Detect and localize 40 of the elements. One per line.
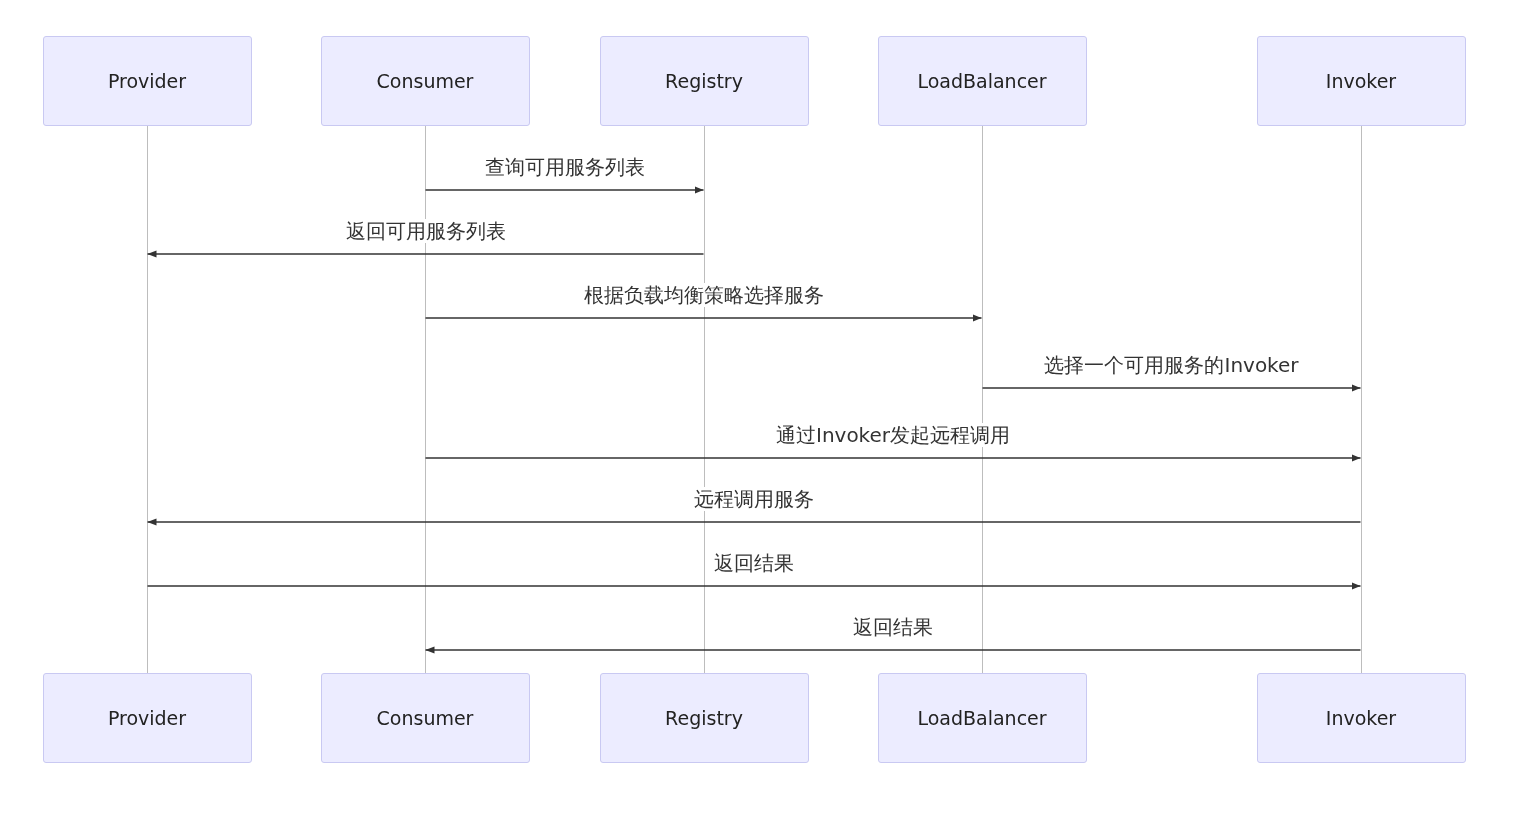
participant-box [877,673,1087,763]
message-arrow [981,384,1362,392]
participant-box [1256,36,1466,126]
participant-box [320,36,530,126]
edge-label: 返回结果 [712,551,796,575]
participant-name: Invoker [1325,70,1397,92]
participant-name: Registry [665,707,743,729]
participant-box [320,673,530,763]
lifeline [146,126,148,673]
participant-name: Consumer [376,707,474,729]
message-arrow [424,454,1362,462]
participant-name: Registry [665,70,743,92]
lifeline [1360,126,1362,673]
message-arrow [146,250,705,258]
lifeline [703,126,705,673]
participant-name: Consumer [376,70,474,92]
participant-box [877,36,1087,126]
edge-label: 查询可用服务列表 [482,155,647,179]
participant-box [599,36,809,126]
edge-label: 返回可用服务列表 [343,219,508,243]
participant-box [599,673,809,763]
edge-label: 根据负载均衡策略选择服务 [581,283,826,307]
participant-box [42,673,252,763]
participant-box [1256,673,1466,763]
message-arrow [146,518,1362,526]
participant-name: Invoker [1325,707,1397,729]
participant-name: LoadBalancer [917,707,1047,729]
lifeline [981,126,983,673]
participant-name: LoadBalancer [917,70,1047,92]
message-arrow [146,582,1362,590]
message-arrow [424,314,983,322]
participant-name: Provider [107,70,187,92]
edge-label: 返回结果 [851,615,935,639]
message-arrow [424,186,705,194]
lifeline [424,126,426,673]
edge-label: 选择一个可用服务的Invoker [1042,353,1301,377]
edge-label: 远程调用服务 [692,487,816,511]
participant-box [42,36,252,126]
participant-name: Provider [107,707,187,729]
message-arrow [424,646,1362,654]
